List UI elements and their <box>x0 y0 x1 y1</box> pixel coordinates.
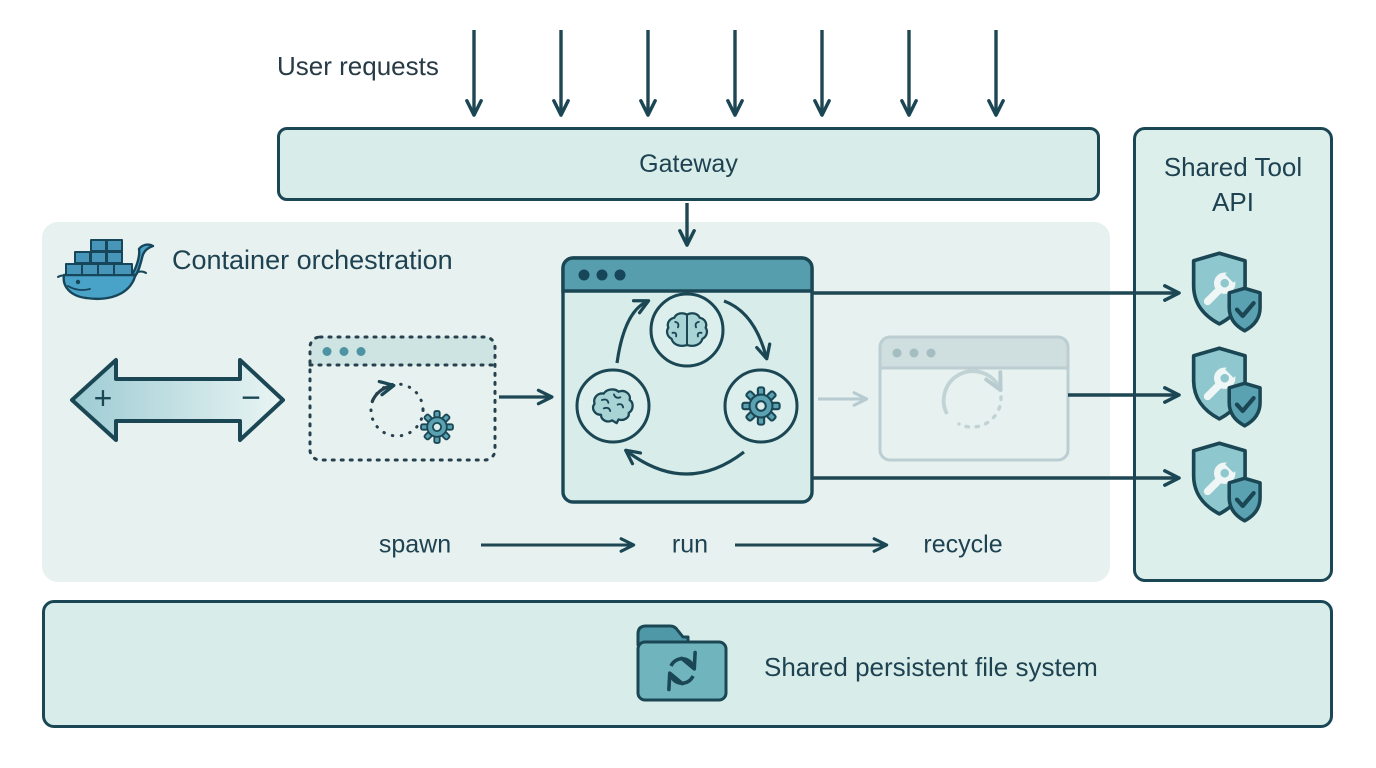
container-orchestration-panel <box>42 222 1110 582</box>
container-orchestration-title: Container orchestration <box>172 245 453 275</box>
user-requests-label: User requests <box>277 51 439 81</box>
file-system-label: Shared persistent file system <box>764 652 1098 682</box>
user-request-arrows <box>465 30 1005 117</box>
spawn-label: spawn <box>378 530 452 559</box>
gateway-box: Gateway <box>277 127 1100 201</box>
shared-tool-api-title: Shared Tool API <box>1163 152 1303 218</box>
scale-down-minus-label: − <box>241 378 261 417</box>
file-system-bar <box>42 600 1333 728</box>
gateway-label: Gateway <box>639 149 738 178</box>
scale-up-plus-label: + <box>93 380 113 417</box>
recycle-label: recycle <box>923 530 1003 559</box>
run-label: run <box>671 530 709 559</box>
